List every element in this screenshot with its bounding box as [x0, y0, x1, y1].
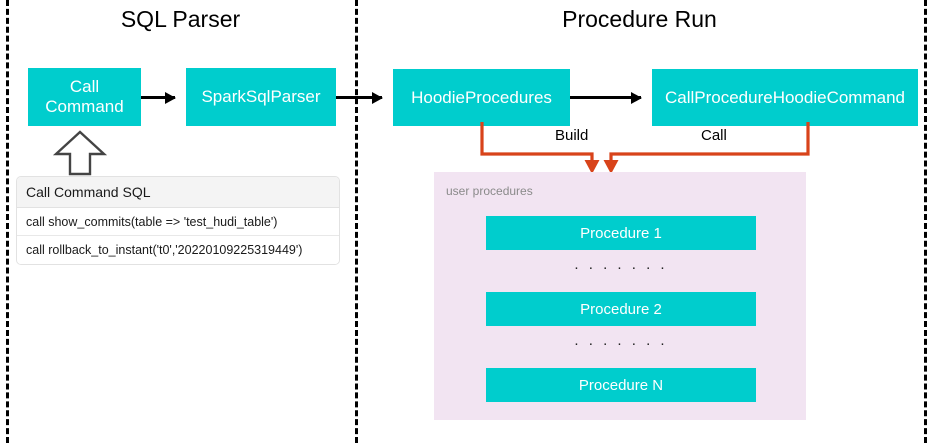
arrow-spark-sql-parser-to-hoodie-procedures: [336, 91, 383, 104]
sql-statement-row: call rollback_to_instant('t0','202201092…: [17, 236, 339, 264]
procedure-separator-dots: . . . . . . .: [574, 256, 668, 273]
section-title-sql-parser: SQL Parser: [120, 6, 241, 32]
node-spark-sql-parser-label: SparkSqlParser: [201, 87, 321, 107]
user-procedures-panel: user procedures Procedure 1 . . . . . . …: [434, 172, 806, 420]
divider-middle: [355, 0, 358, 443]
call-command-sql-header: Call Command SQL: [17, 177, 339, 208]
node-call-command-line2: Command: [45, 97, 124, 116]
procedure-label: Procedure 2: [580, 300, 662, 318]
call-command-sql-box: Call Command SQL call show_commits(table…: [16, 176, 340, 265]
connector-label-call: Call: [697, 127, 731, 144]
node-hoodie-procedures-label: HoodieProcedures: [411, 87, 552, 107]
sql-statement-row: call show_commits(table => 'test_hudi_ta…: [17, 208, 339, 236]
arrow-hoodie-procedures-to-call-procedure-hoodie-command: [570, 91, 642, 104]
node-call-procedure-hoodie-command[interactable]: CallProcedureHoodieCommand: [652, 69, 918, 126]
node-call-command[interactable]: Call Command: [28, 68, 141, 126]
procedure-label: Procedure N: [578, 376, 664, 394]
divider-right: [924, 0, 927, 443]
orange-connector-lines: [480, 122, 810, 174]
user-procedures-label: user procedures: [446, 184, 533, 198]
node-hoodie-procedures[interactable]: HoodieProcedures: [393, 69, 570, 126]
node-call-command-line1: Call: [69, 77, 100, 97]
node-spark-sql-parser[interactable]: SparkSqlParser: [186, 68, 336, 126]
procedure-box[interactable]: Procedure N: [486, 368, 756, 402]
hollow-up-arrow-icon: [52, 130, 108, 176]
node-call-procedure-hoodie-command-label: CallProcedureHoodieCommand: [664, 87, 905, 107]
procedure-box[interactable]: Procedure 2: [486, 292, 756, 326]
section-title-procedure-run: Procedure Run: [562, 6, 717, 32]
procedure-label: Procedure 1: [580, 224, 662, 242]
connector-label-build: Build: [551, 127, 593, 144]
divider-left: [6, 0, 9, 443]
arrow-call-command-to-spark-sql-parser: [141, 91, 176, 104]
procedure-box[interactable]: Procedure 1: [486, 216, 756, 250]
procedure-separator-dots: . . . . . . .: [574, 332, 668, 349]
